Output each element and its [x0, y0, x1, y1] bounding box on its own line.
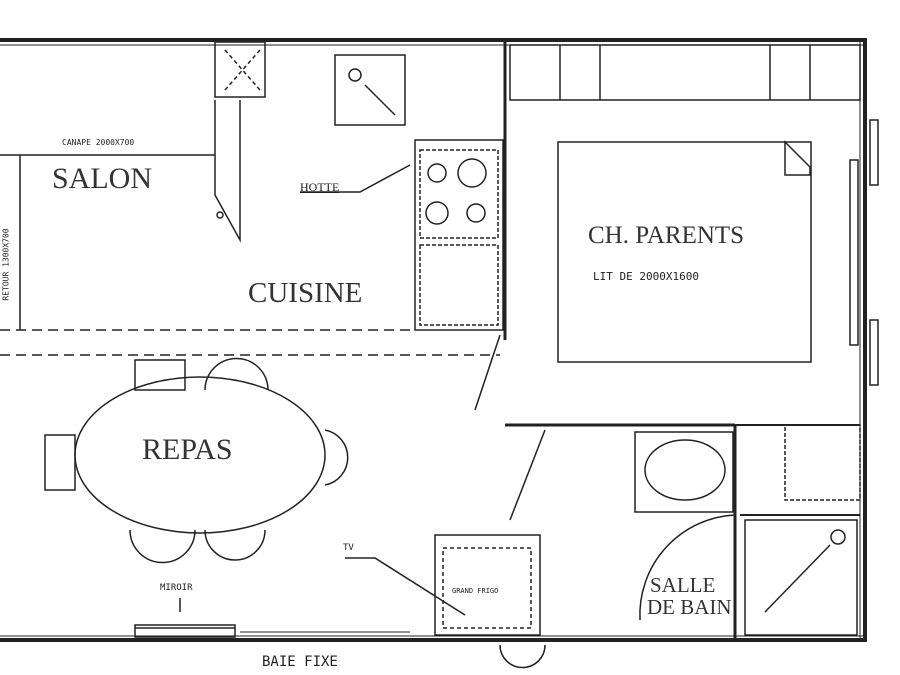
- label-lit: LIT DE 2000X1600: [593, 270, 699, 283]
- label-hotte: HOTTE: [300, 180, 340, 194]
- fridge-inner: [442, 547, 532, 629]
- label-retour: RETOUR 1300X700: [1, 228, 11, 301]
- mirror-frame: [134, 624, 236, 638]
- label-frigo: GRAND FRIGO: [452, 587, 499, 595]
- fridge: [434, 534, 541, 636]
- hotte-leader: [300, 164, 411, 193]
- room-label-cuisine: CUISINE: [248, 277, 363, 309]
- door-bedroom: [509, 429, 546, 521]
- bathroom-fixtures: [634, 424, 861, 636]
- label-canape: CANAPE 2000X700: [62, 138, 135, 147]
- room-label-repas: REPAS: [142, 433, 233, 466]
- sofa: [0, 154, 215, 330]
- room-label-parents: CH. PARENTS: [588, 222, 745, 249]
- room-label-salon: SALON: [52, 162, 153, 195]
- window-right: [849, 119, 879, 386]
- bed: [557, 140, 812, 363]
- wardrobe: [509, 44, 861, 101]
- kitchen-units: [214, 41, 504, 331]
- label-tv: TV: [343, 543, 354, 553]
- mirror: [135, 598, 235, 629]
- room-label-salle: SALLE: [650, 573, 716, 597]
- door-kitchen: [474, 334, 501, 411]
- room-label-de-bain: DE BAIN: [647, 595, 732, 619]
- entry-step: [499, 644, 546, 669]
- door-bath: [639, 514, 736, 621]
- label-baie-fixe: BAIE FIXE: [262, 654, 338, 670]
- tv-leader: [345, 557, 466, 616]
- dining-table: [44, 357, 349, 564]
- label-miroir: MIROIR: [160, 583, 193, 593]
